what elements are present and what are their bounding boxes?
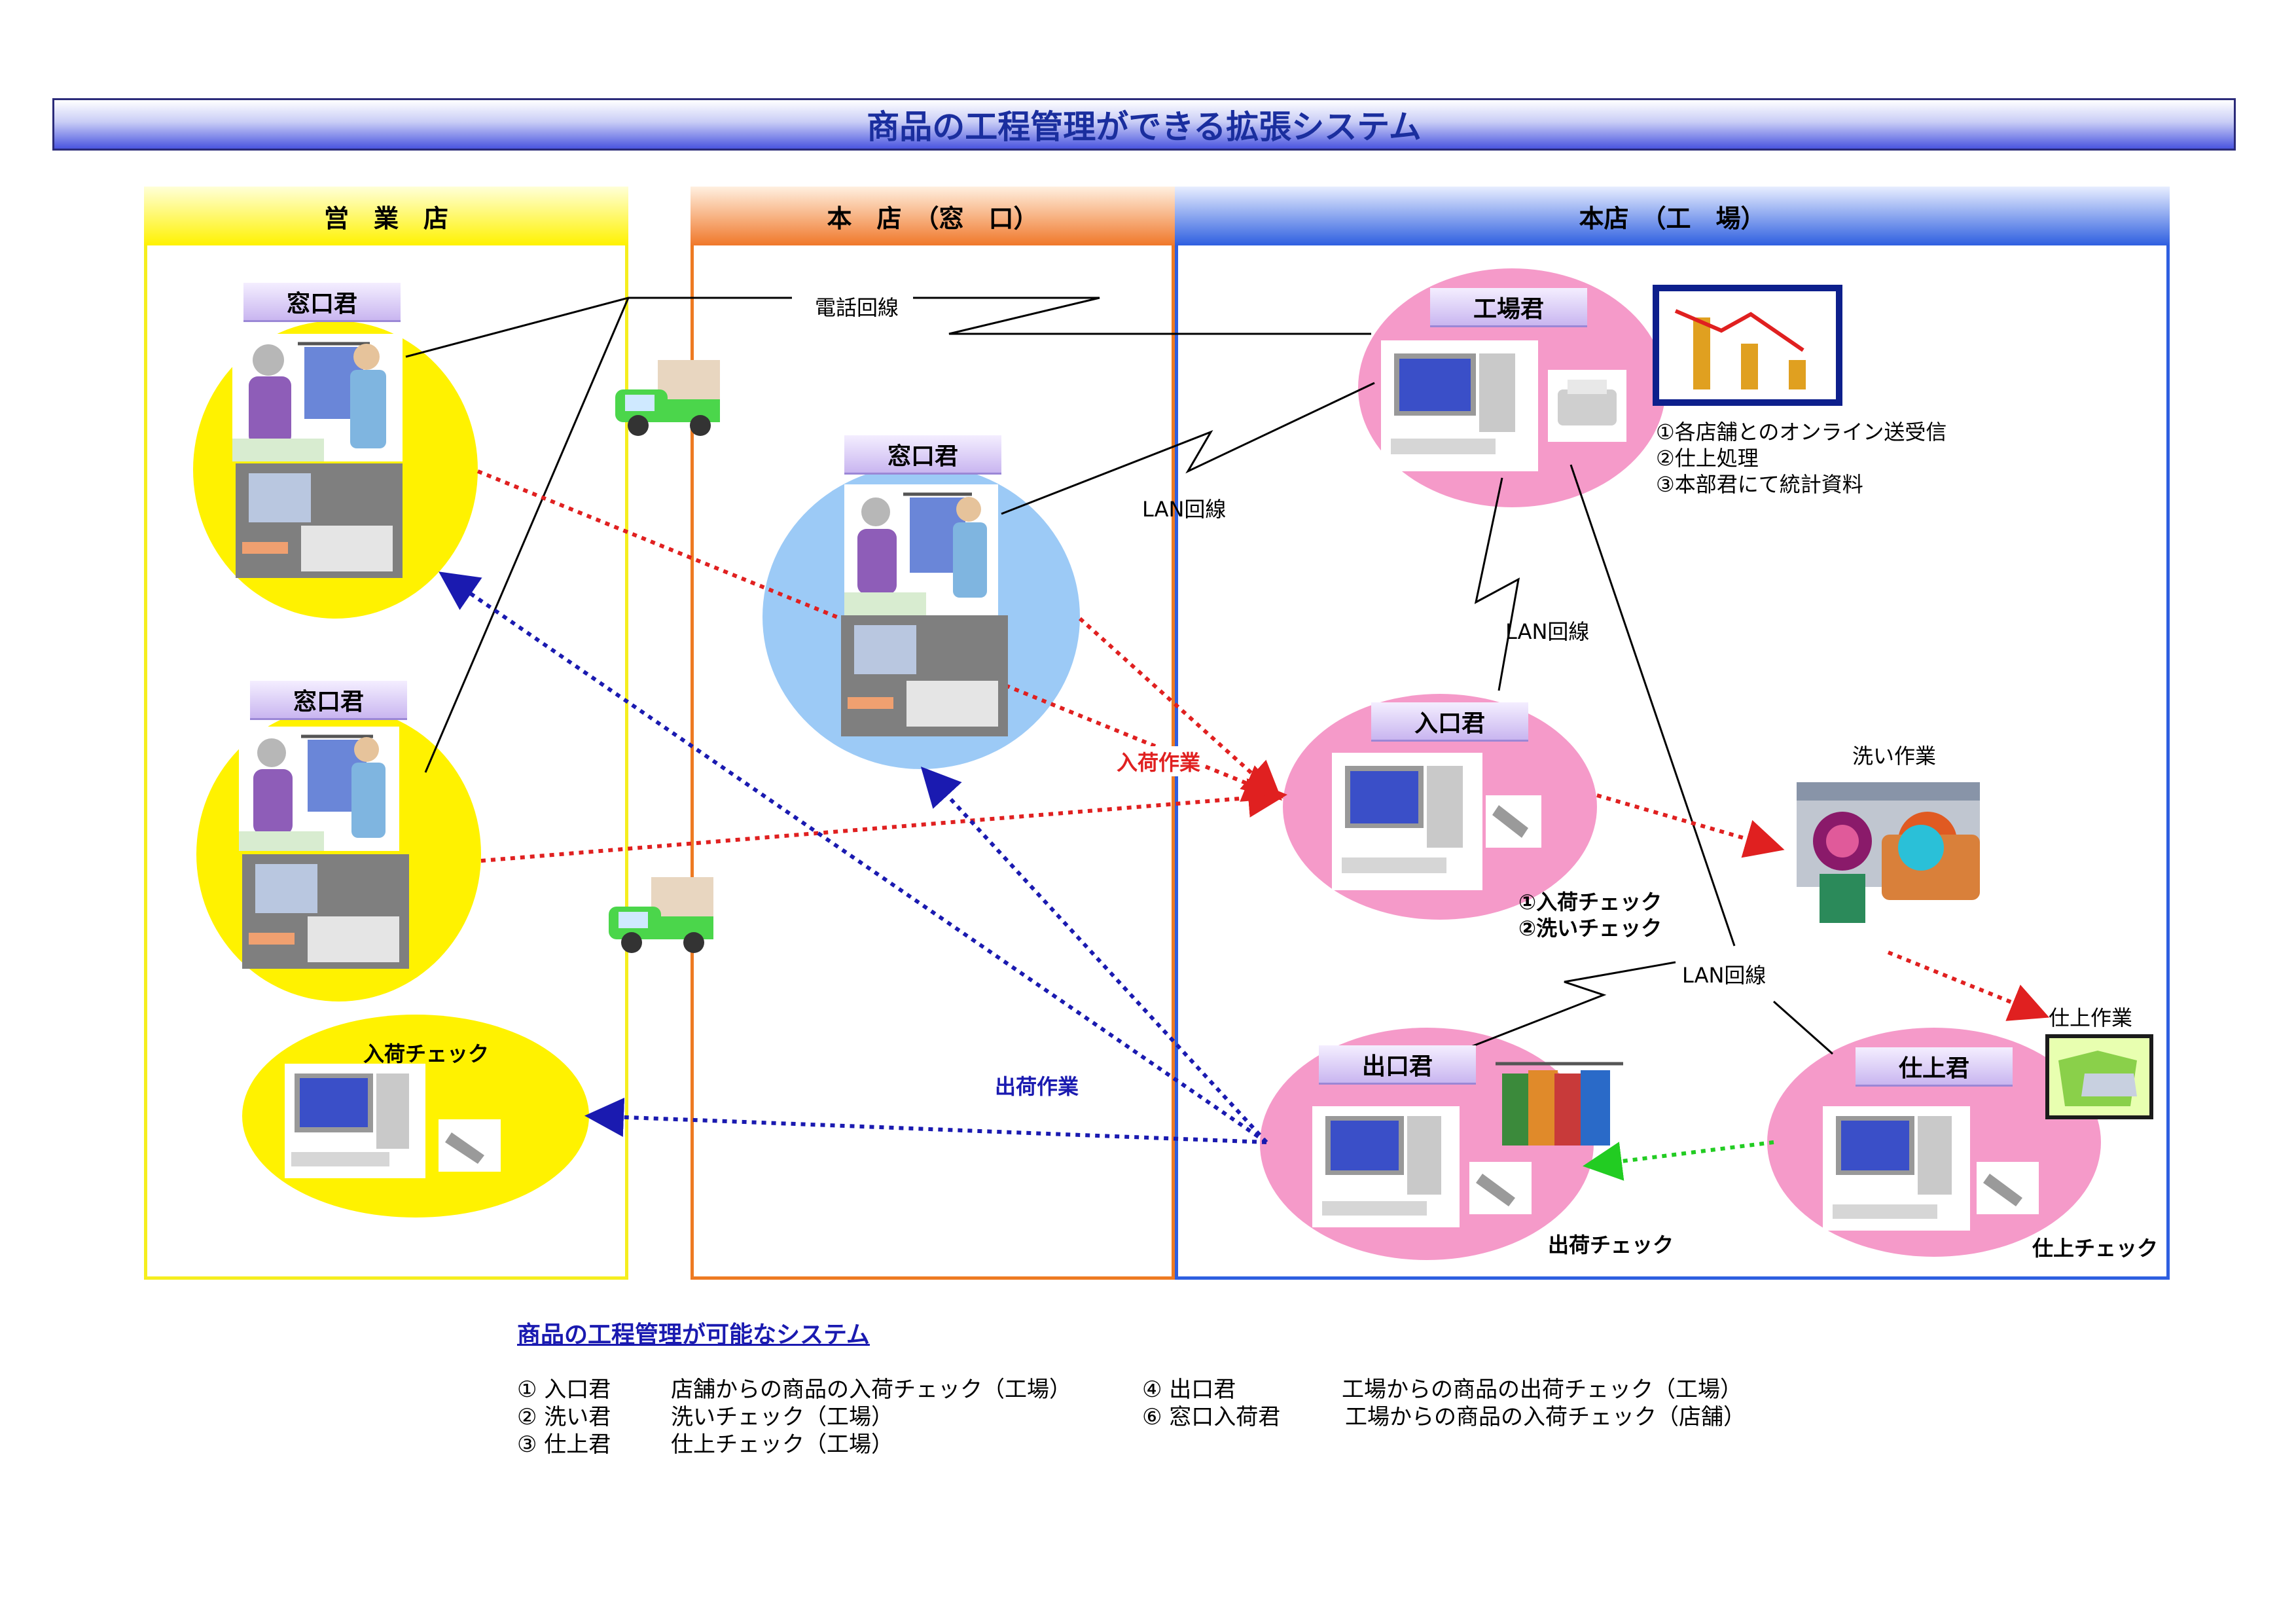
delivery-truck-icon-1 (615, 360, 720, 436)
legend-item-5: ⑥ 窓口入荷君工場からの商品の入荷チェック（店舗） (1142, 1404, 1746, 1430)
register-photo-2 (242, 854, 409, 969)
column-sales-header: 営 業 店 (144, 187, 628, 245)
hanging-clothes-icon (1496, 1062, 1623, 1146)
green-flow (1583, 1140, 1774, 1181)
barcode-scanner-store (439, 1119, 501, 1172)
legend-item-4: ④ 出口君工場からの商品の出荷チェック（工場） (1142, 1377, 1742, 1403)
badge-shiage: 仕上君 (1856, 1047, 2013, 1087)
badge-madoguchi-hq: 窓口君 (844, 435, 1001, 475)
label-lan-3: LAN回線 (1682, 963, 1767, 988)
washing-machine-icon (1797, 782, 1980, 923)
pc-workstation-store (285, 1064, 425, 1178)
iriguchi-notes: ①入荷チェック ②洗いチェック (1518, 889, 1662, 941)
label-arai-sagyo: 洗い作業 (1852, 744, 1937, 768)
barcode-scanner-deguchi (1469, 1162, 1532, 1214)
label-shiage-check: 仕上チェック (2032, 1236, 2159, 1261)
pc-workstation-deguchi (1312, 1106, 1460, 1227)
badge-deguchi: 出口君 (1319, 1045, 1476, 1085)
barcode-scanner-shiage (1977, 1162, 2039, 1214)
page-title: 商品の工程管理ができる拡張システム (867, 108, 1422, 146)
lan-lines (1001, 382, 1833, 1055)
red-flows (476, 469, 2050, 1021)
legend-item-3: ③ 仕上君仕上チェック（工場） (517, 1432, 893, 1458)
badge-madoguchi-2: 窓口君 (250, 681, 407, 720)
title-bar: 商品の工程管理ができる拡張システム (52, 98, 2236, 151)
column-window-header: 本 店 （窓 口） (691, 187, 1175, 245)
legend-item-1: ① 入口君店舗からの商品の入荷チェック（工場） (517, 1377, 1071, 1403)
label-lan-1: LAN回線 (1142, 497, 1227, 522)
label-lan-2: LAN回線 (1505, 619, 1590, 644)
register-photo-hq (841, 615, 1008, 736)
label-shukka-sagyo: 出荷作業 (995, 1074, 1079, 1099)
register-photo-1 (236, 463, 403, 578)
pc-workstation-kojo (1381, 340, 1538, 471)
phone-line (405, 297, 1371, 773)
clerk-illustration-2 (239, 727, 399, 851)
badge-kojo: 工場君 (1430, 288, 1587, 327)
ironing-icon (2045, 1034, 2153, 1119)
label-shukka-check: 出荷チェック (1548, 1233, 1674, 1257)
badge-iriguchi: 入口君 (1371, 702, 1528, 742)
factory-note-1: ①各店舗とのオンライン送受信 (1656, 420, 1947, 444)
barcode-scanner-iriguchi (1486, 795, 1541, 848)
blue-flows (439, 571, 1268, 1144)
delivery-truck-icon-2 (609, 877, 713, 953)
badge-madoguchi-1: 窓口君 (243, 283, 401, 322)
label-nyuka-sagyo: 入荷作業 (1113, 746, 1205, 776)
statistics-chart-icon (1653, 285, 1842, 406)
legend-item-2: ② 洗い君洗いチェック（工場） (517, 1404, 893, 1430)
legend-heading: 商品の工程管理が可能なシステム (517, 1322, 870, 1348)
column-factory-header: 本店 （工 場） (1175, 187, 2170, 245)
iriguchi-note-2: ②洗いチェック (1518, 916, 1662, 941)
label-shiage-sagyo: 仕上作業 (2049, 1005, 2133, 1030)
pc-workstation-iriguchi (1332, 753, 1482, 890)
factory-note-3: ③本部君にて統計資料 (1656, 472, 1863, 497)
pc-workstation-shiage (1823, 1106, 1970, 1231)
factory-notes: ①各店舗とのオンライン送受信 ②仕上処理 ③本部君にて統計資料 (1656, 419, 1946, 497)
label-phone-line: 電話回線 (808, 291, 906, 321)
factory-note-2: ②仕上処理 (1656, 446, 1759, 471)
iriguchi-note-1: ①入荷チェック (1518, 890, 1662, 914)
clerk-illustration-1 (232, 334, 403, 461)
label-store-nyuka-check: 入荷チェック (363, 1041, 490, 1066)
printer-icon (1548, 370, 1626, 442)
clerk-illustration-hq (844, 484, 998, 615)
